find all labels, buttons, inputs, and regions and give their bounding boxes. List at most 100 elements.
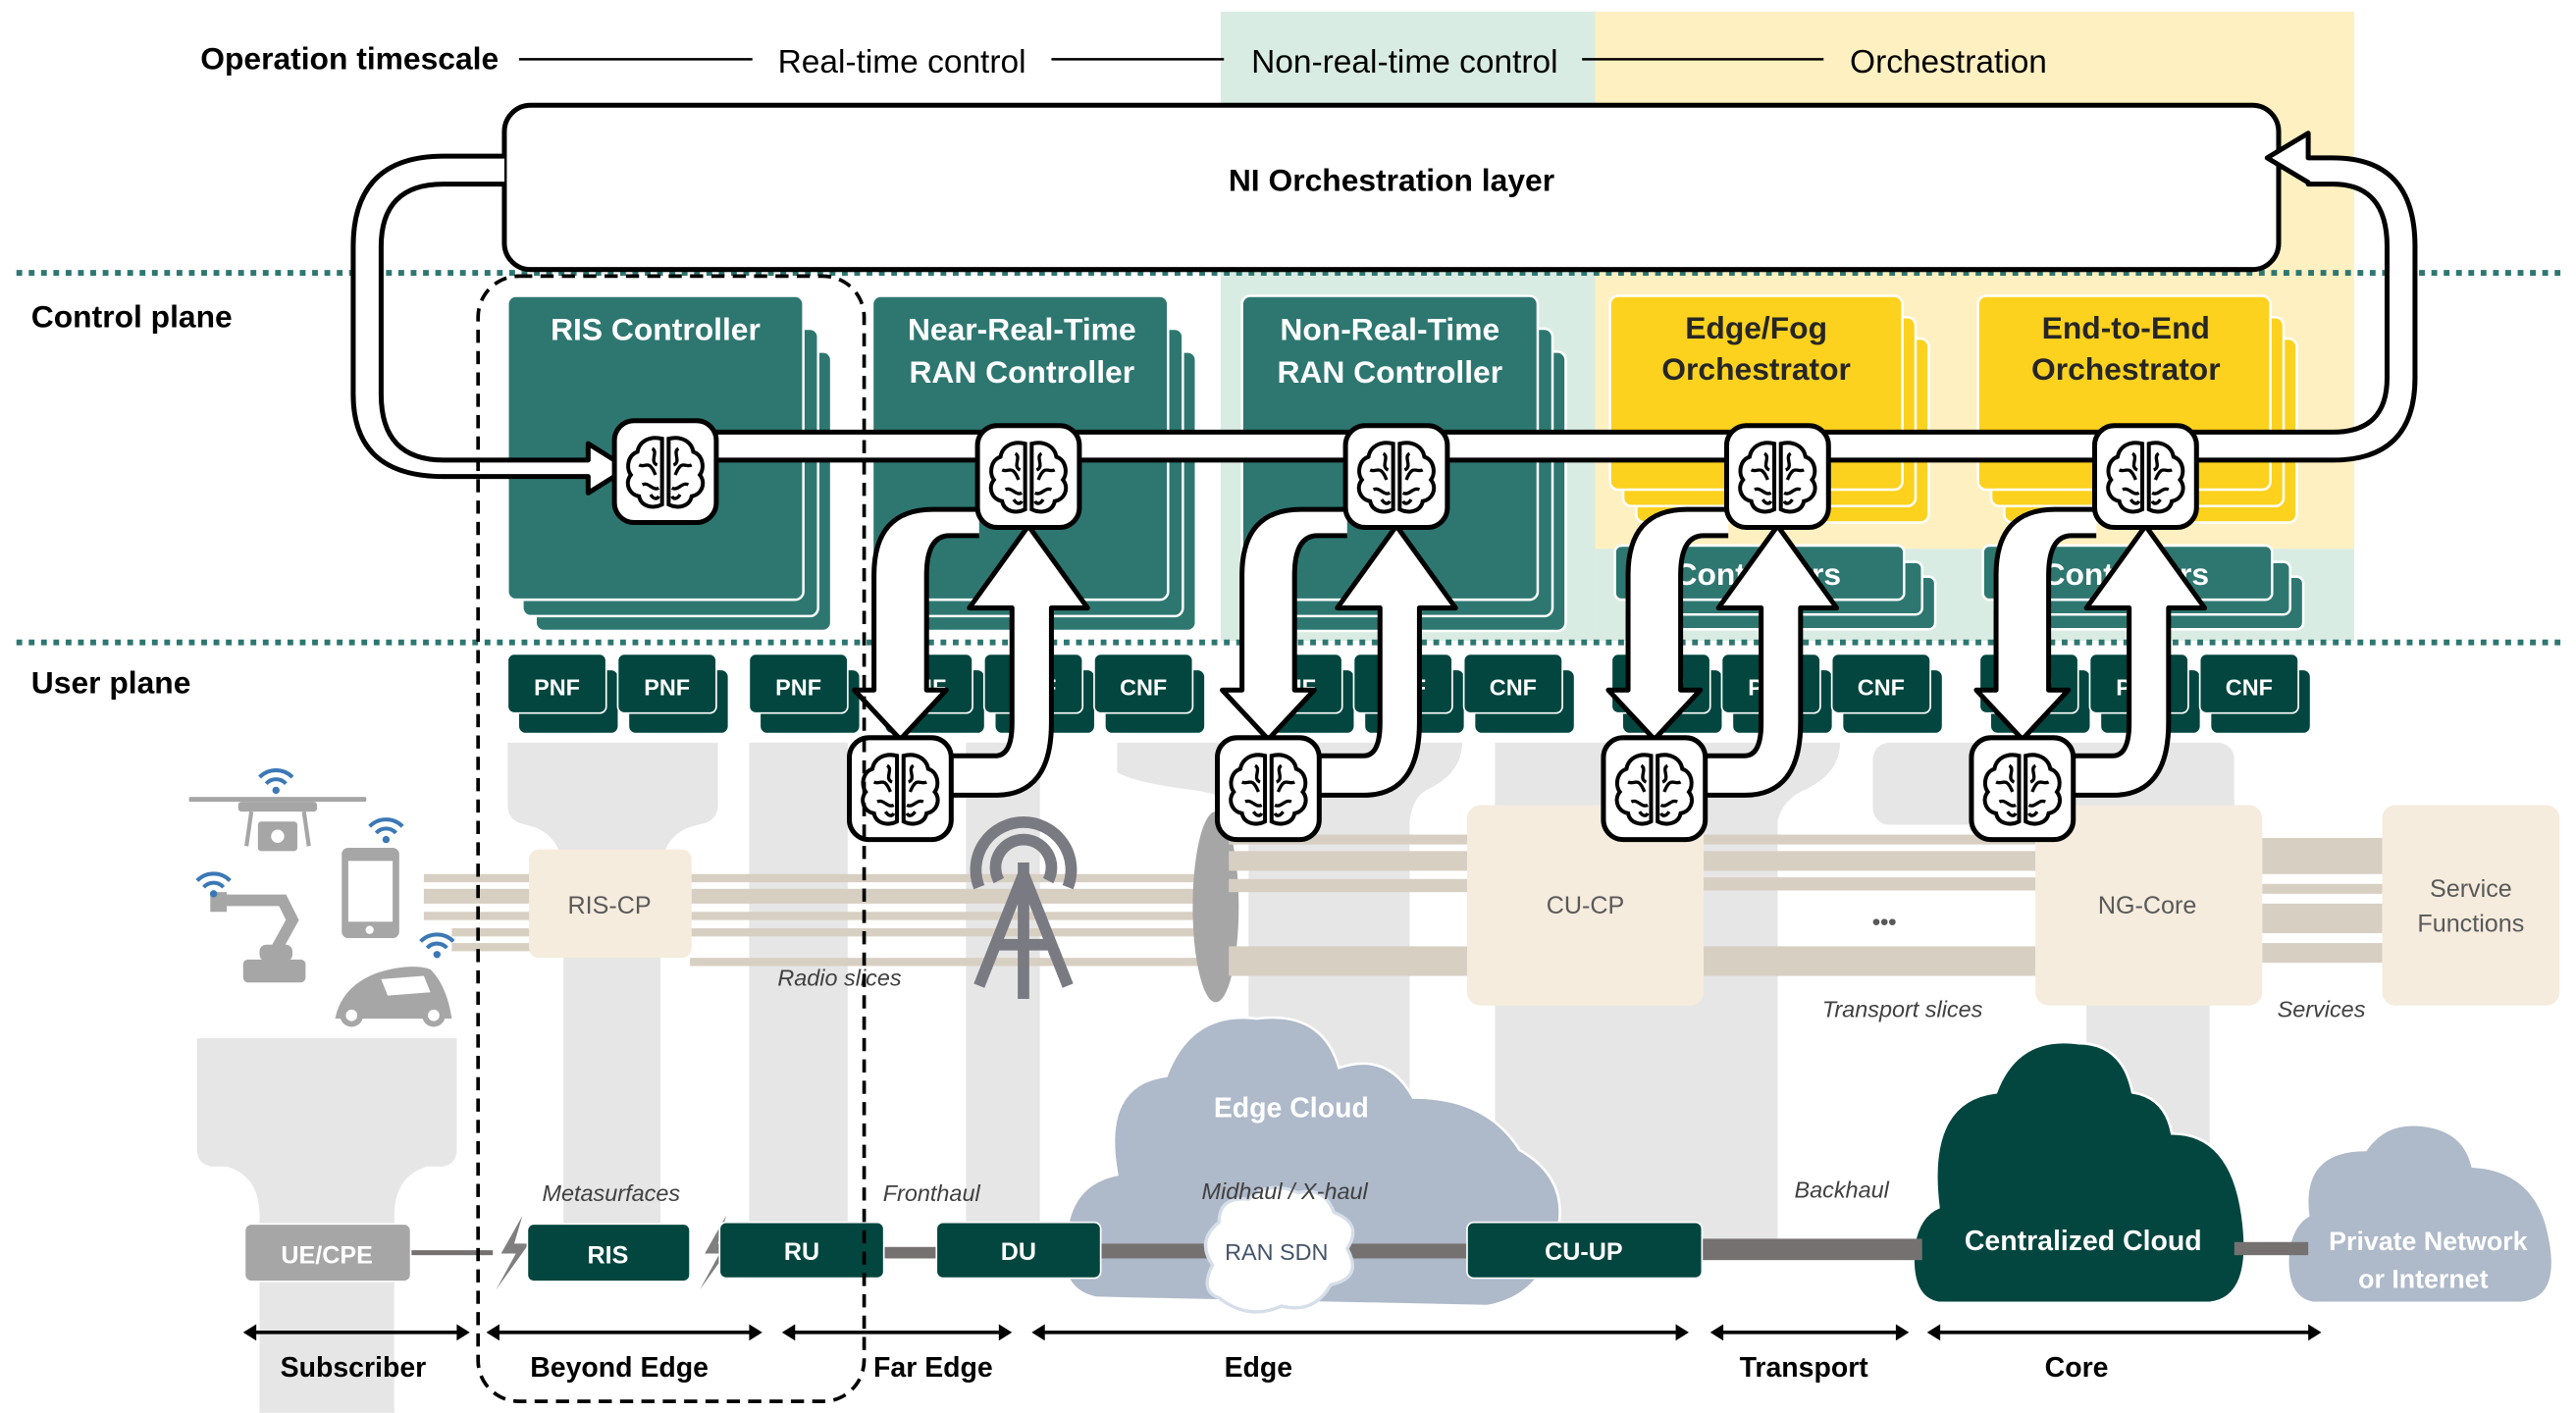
service-functions-label-2: Functions (2417, 910, 2524, 937)
network-function-label: PNF (644, 674, 690, 700)
network-function-cnf[interactable]: CNF (2198, 653, 2310, 733)
edge-cloud-label: Edge Cloud (1214, 1093, 1369, 1125)
domain-label: Edge (1225, 1352, 1293, 1384)
cu-up-label: CU-UP (1545, 1238, 1623, 1266)
du-label: DU (1001, 1238, 1036, 1266)
ai-brain-icon[interactable] (1345, 426, 1447, 528)
network-function-cnf[interactable]: CNF (1830, 653, 1942, 733)
ru-label: RU (784, 1238, 819, 1266)
radio-slices (423, 873, 1216, 967)
control-plane-label: Control plane (31, 298, 233, 334)
domain-edge: Edge (1031, 1324, 1689, 1384)
lightning-icon (700, 1215, 733, 1290)
domain-label: Far Edge (873, 1352, 993, 1384)
network-function-label: CNF (1120, 674, 1167, 700)
intelligence-loop (1220, 506, 1458, 798)
robot-arm-icon (210, 892, 306, 983)
cu-cp-node[interactable] (1466, 805, 1705, 1006)
controller-non-rt-line1: Non-Real-Time (1280, 312, 1499, 347)
ai-brain-icon[interactable] (2094, 426, 2196, 528)
ng-core-node[interactable] (2035, 805, 2263, 1006)
controller-near-rt-line2: RAN Controller (909, 354, 1134, 390)
domain-spans: Subscriber Beyond Edge Far Edge Edge Transpo… (242, 1324, 2322, 1384)
domain-label: Beyond Edge (530, 1352, 709, 1384)
intelligence-loop (1973, 506, 2208, 798)
domain-label: Core (2045, 1352, 2109, 1384)
network-function-cnf[interactable]: CNF (1462, 653, 1574, 733)
user-plane-label: User plane (31, 665, 191, 701)
slice-bundle (1192, 811, 1239, 1003)
network-function-pnf[interactable]: PNF (506, 653, 618, 733)
ris-node[interactable]: RIS (526, 1223, 691, 1282)
timescale-label: Operation timescale (200, 40, 499, 76)
orchestrator-edge-fog-line2: Orchestrator (1661, 351, 1851, 387)
ris-dashed-group (476, 274, 867, 1403)
timescale-nonrealtime: Non-real-time control (1251, 44, 1557, 80)
ris-cp-label: RIS-CP (568, 892, 652, 919)
centralized-cloud[interactable]: Centralized Cloud (1912, 1040, 2246, 1304)
services-label: Services (2278, 996, 2366, 1021)
ai-brain-icon[interactable] (1218, 738, 1320, 840)
cu-cp-label: CU-CP (1547, 892, 1625, 919)
ni-orchestration-layer[interactable] (501, 102, 2282, 273)
network-function-label: CNF (1490, 674, 1537, 700)
smartphone-icon (342, 847, 399, 939)
car-icon (335, 967, 452, 1027)
service-functions-label-1: Service (2430, 875, 2512, 903)
service-functions-node[interactable] (2382, 805, 2560, 1006)
controller-ris-label: RIS Controller (551, 312, 761, 347)
cu-up-node[interactable]: CU-UP (1466, 1221, 1704, 1280)
midhaul-label: Midhaul / X-haul (1202, 1178, 1369, 1204)
ue-cpe-label: UE/CPE (281, 1242, 373, 1270)
controller-near-rt-line1: Near-Real-Time (908, 312, 1136, 347)
network-function-pnf[interactable]: PNF (748, 653, 860, 733)
ai-brain-icon[interactable] (1726, 426, 1828, 528)
domain-label: Subscriber (281, 1352, 427, 1384)
network-function-label: PNF (775, 674, 821, 700)
transport-ellipsis: ••• (1872, 910, 1897, 935)
ris-label: RIS (587, 1242, 628, 1270)
intelligence-loop (852, 506, 1090, 798)
ue-cpe-node[interactable]: UE/CPE (243, 1223, 412, 1282)
du-node[interactable]: DU (935, 1221, 1102, 1280)
lightning-icon (496, 1215, 530, 1290)
network-function-cnf[interactable]: CNF (1093, 653, 1205, 733)
drone-wifi-icon (260, 770, 292, 794)
orchestrator-edge-fog-line1: Edge/Fog (1685, 310, 1827, 345)
domain-label: Transport (1740, 1352, 1869, 1384)
ng-core-label: NG-Core (2098, 892, 2196, 919)
ran-sdn-cloud[interactable]: RAN SDN (1203, 1185, 1355, 1314)
ai-brain-icon[interactable] (1971, 738, 2074, 840)
backhaul-label: Backhaul (1794, 1178, 1889, 1203)
ran-sdn-label: RAN SDN (1225, 1239, 1328, 1265)
domain-beyond-edge: Beyond Edge (486, 1324, 762, 1384)
domain-far-edge: Far Edge (781, 1324, 1013, 1384)
intelligence-loop (1605, 506, 1840, 798)
network-function-label: PNF (534, 674, 580, 700)
ai-brain-icon[interactable] (614, 421, 716, 523)
ris-cp-node[interactable] (529, 849, 692, 959)
network-function-pnf[interactable]: PNF (616, 653, 728, 733)
network-function-label: CNF (2226, 674, 2273, 700)
ai-brain-icon[interactable] (1603, 738, 1706, 840)
drone-icon (188, 797, 367, 852)
phone-wifi-icon (370, 819, 402, 843)
transport-slices (1229, 834, 2383, 976)
orchestrator-e2e-line2: Orchestrator (2031, 351, 2221, 387)
domain-core: Core (1926, 1324, 2322, 1384)
ai-brain-icon[interactable] (977, 426, 1079, 528)
domain-subscriber: Subscriber (242, 1324, 470, 1384)
bus-fill (706, 437, 2325, 455)
car-wifi-icon (421, 934, 453, 958)
ru-node[interactable]: RU (718, 1221, 885, 1280)
fronthaul-label: Fronthaul (883, 1180, 981, 1206)
ni-orchestration-label: NI Orchestration layer (1229, 162, 1554, 197)
antenna-tower-icon (970, 816, 1078, 999)
private-network-cloud[interactable]: Private Network or Internet (2287, 1123, 2554, 1304)
edge-cloud[interactable]: Edge Cloud (1062, 1016, 1561, 1308)
timescale-realtime: Real-time control (778, 44, 1026, 80)
transport-slices-label: Transport slices (1822, 996, 1983, 1021)
timescale-orchestration: Orchestration (1850, 44, 2047, 80)
metasurfaces-label: Metasurfaces (542, 1180, 680, 1206)
